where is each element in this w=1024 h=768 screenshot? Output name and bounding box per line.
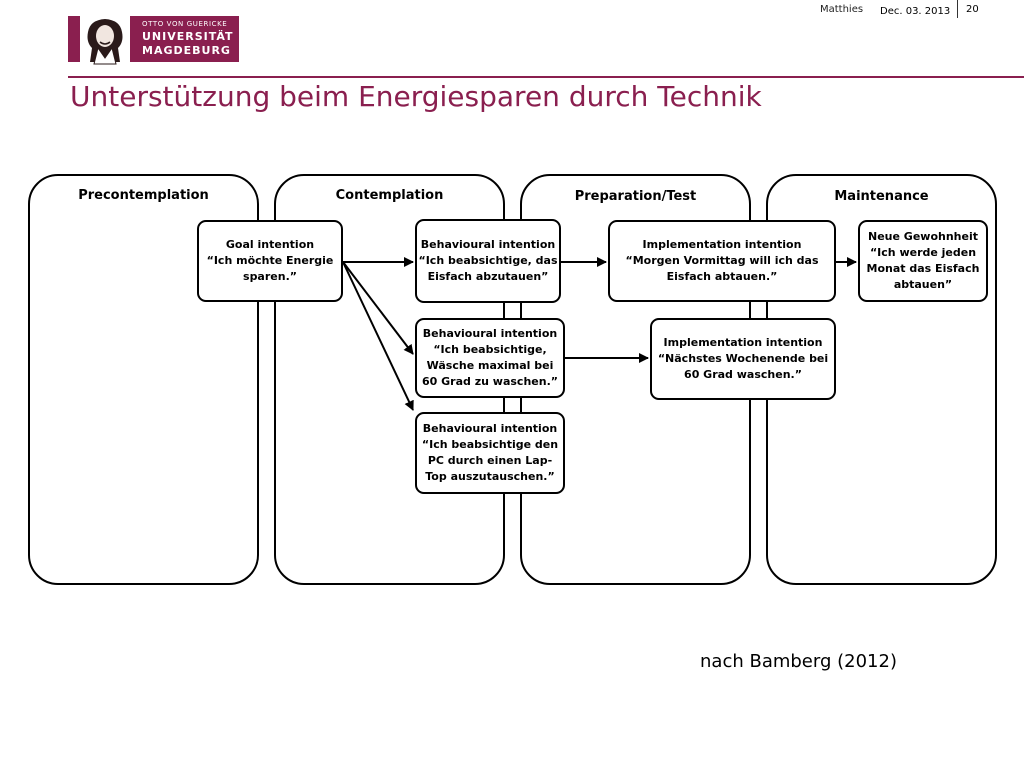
logo-text-line3: MAGDEBURG — [142, 44, 231, 57]
arrow-goal-to-behav2 — [342, 261, 414, 355]
behavioural-intention-box-1: Behavioural intention “Ich beabsichtige,… — [415, 219, 561, 303]
box-text-line: 60 Grad zu waschen.” — [422, 375, 558, 388]
box-text-line: Eisfach abzutauen” — [427, 270, 549, 283]
box-text-line: “Ich möchte Energie — [206, 254, 334, 267]
box-text-line: Neue Gewohnheit — [868, 230, 978, 243]
box-text-line: 60 Grad waschen.” — [684, 368, 802, 381]
box-text-line: Wäsche maximal bei — [426, 359, 554, 372]
header-divider — [957, 0, 958, 18]
box-text-line: Behavioural intention — [420, 238, 556, 251]
box-text-line: “Ich beabsichtige, das — [418, 254, 558, 267]
box-text-line: “Nächstes Wochenende bei — [657, 352, 829, 365]
source-citation: nach Bamberg (2012) — [700, 651, 897, 672]
box-text-line: “Ich werde jeden — [869, 246, 977, 259]
box-text-line: Implementation intention — [642, 238, 802, 251]
box-text-line: Goal intention — [225, 238, 315, 251]
university-logo: OTTO VON GUERICKE UNIVERSITÄT MAGDEBURG — [68, 16, 239, 70]
implementation-intention-box-2: Implementation intention “Nächstes Woche… — [650, 318, 836, 400]
arrow-goal-to-behav3 — [342, 261, 414, 411]
stage-label-precontemplation: Precontemplation — [78, 188, 209, 203]
stage-label-maintenance: Maintenance — [834, 189, 929, 204]
box-text-line: sparen.” — [243, 270, 297, 283]
behavioural-intention-box-3: Behavioural intention “Ich beabsichtige … — [415, 412, 565, 494]
box-text-line: Behavioural intention — [422, 422, 558, 435]
logo-text-line1: OTTO VON GUERICKE — [142, 20, 228, 28]
slide-title: Unterstützung beim Energiesparen durch T… — [70, 80, 762, 113]
box-text-line: Monat das Eisfach — [866, 262, 980, 275]
behavioural-intention-box-2: Behavioural intention “Ich beabsichtige,… — [415, 318, 565, 398]
stage-label-contemplation: Contemplation — [335, 188, 444, 203]
box-text-line: “Ich beabsichtige, — [433, 343, 547, 356]
implementation-intention-box-1: Implementation intention “Morgen Vormitt… — [608, 220, 836, 302]
header-rule — [68, 76, 1024, 78]
logo-text-line2: UNIVERSITÄT — [142, 30, 234, 43]
box-text-line: abtauen” — [893, 278, 953, 291]
guericke-portrait-icon — [80, 16, 130, 70]
author-name: Matthies — [820, 4, 864, 15]
box-text-line: “Ich beabsichtige den — [421, 438, 559, 451]
box-text-line: Behavioural intention — [422, 327, 558, 340]
stage-label-preparation: Preparation/Test — [574, 189, 697, 204]
page-number: 20 — [966, 4, 979, 15]
box-text-line: Top auszutauschen.” — [425, 470, 555, 483]
goal-intention-box: Goal intention “Ich möchte Energie spare… — [197, 220, 343, 302]
new-habit-box: Neue Gewohnheit “Ich werde jeden Monat d… — [858, 220, 988, 302]
presentation-date: Dec. 03. 2013 — [880, 6, 951, 17]
box-text-line: PC durch einen Lap- — [427, 454, 553, 467]
box-text-line: “Morgen Vormittag will ich das — [625, 254, 819, 267]
box-text-line: Implementation intention — [663, 336, 823, 349]
box-text-line: Eisfach abtauen.” — [666, 270, 778, 283]
